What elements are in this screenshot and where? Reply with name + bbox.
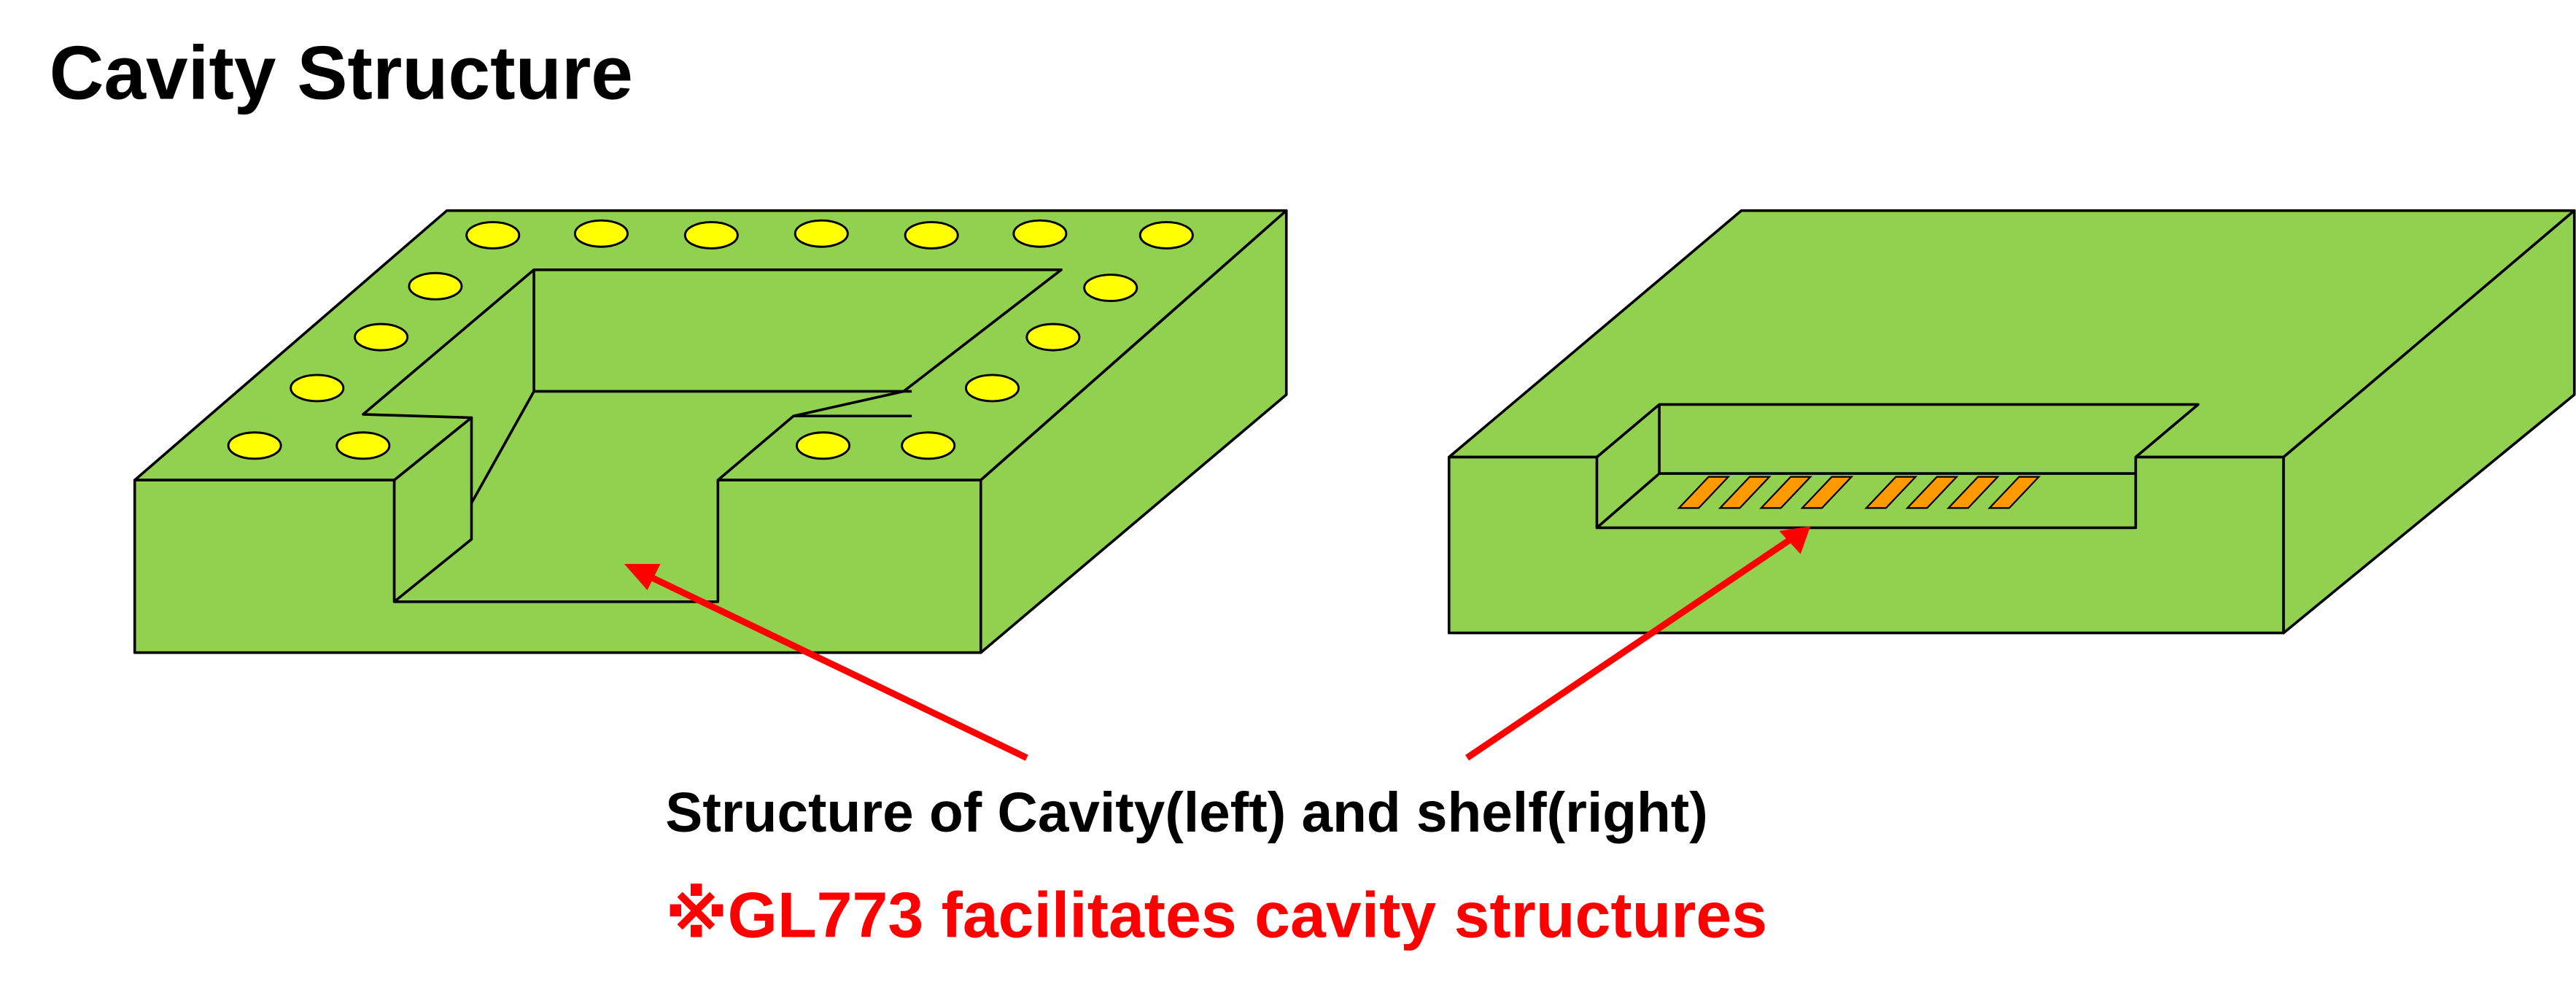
strip-pad [1800,476,1854,509]
cavity-back-wall-edge [532,269,912,393]
pad [465,220,521,250]
pad [1138,220,1194,250]
strip-pads [1677,476,2041,509]
arrow-to-shelf [1465,526,1811,761]
strip-pad [1677,476,1731,509]
note: ※GL773 facilitates cavity structures [665,878,1767,951]
strip-pad [1864,476,1918,509]
cavity-opening [362,268,1063,603]
arrow-to-cavity [624,563,1028,761]
page-title: Cavity Structure [50,31,633,115]
pad [904,220,959,250]
pad [290,374,345,403]
pad [335,431,391,460]
caption: Structure of Cavity(left) and shelf(righ… [665,782,1708,844]
pad [794,219,849,248]
shelf-board-side-face [2282,209,2576,635]
pad [1025,322,1081,352]
arrow-head-icon [624,563,661,591]
strip-pad [1759,476,1812,509]
shelf-floor-edge [1596,472,1661,529]
pad [901,431,956,460]
strip-pad [1987,476,2041,509]
strip-pad [1946,476,2000,509]
pad [227,431,282,460]
pad [683,220,739,250]
pad [408,271,463,301]
strip-pad [1905,476,1959,509]
pad [354,322,409,352]
pad [796,431,851,460]
round-pads [227,219,1194,460]
pad [1083,274,1138,303]
pad [1012,219,1068,248]
shelf-opening [1595,403,2200,530]
pad [965,374,1020,403]
arrow-head-icon [1779,526,1811,554]
shelf-board [1447,209,2576,635]
strip-pad [1718,476,1772,509]
pad [573,219,629,248]
cavity-left-wall [392,416,473,603]
cavity-board-side-face [979,209,1288,654]
cavity-board [133,209,1288,654]
cavity-floor-edge [470,390,535,504]
